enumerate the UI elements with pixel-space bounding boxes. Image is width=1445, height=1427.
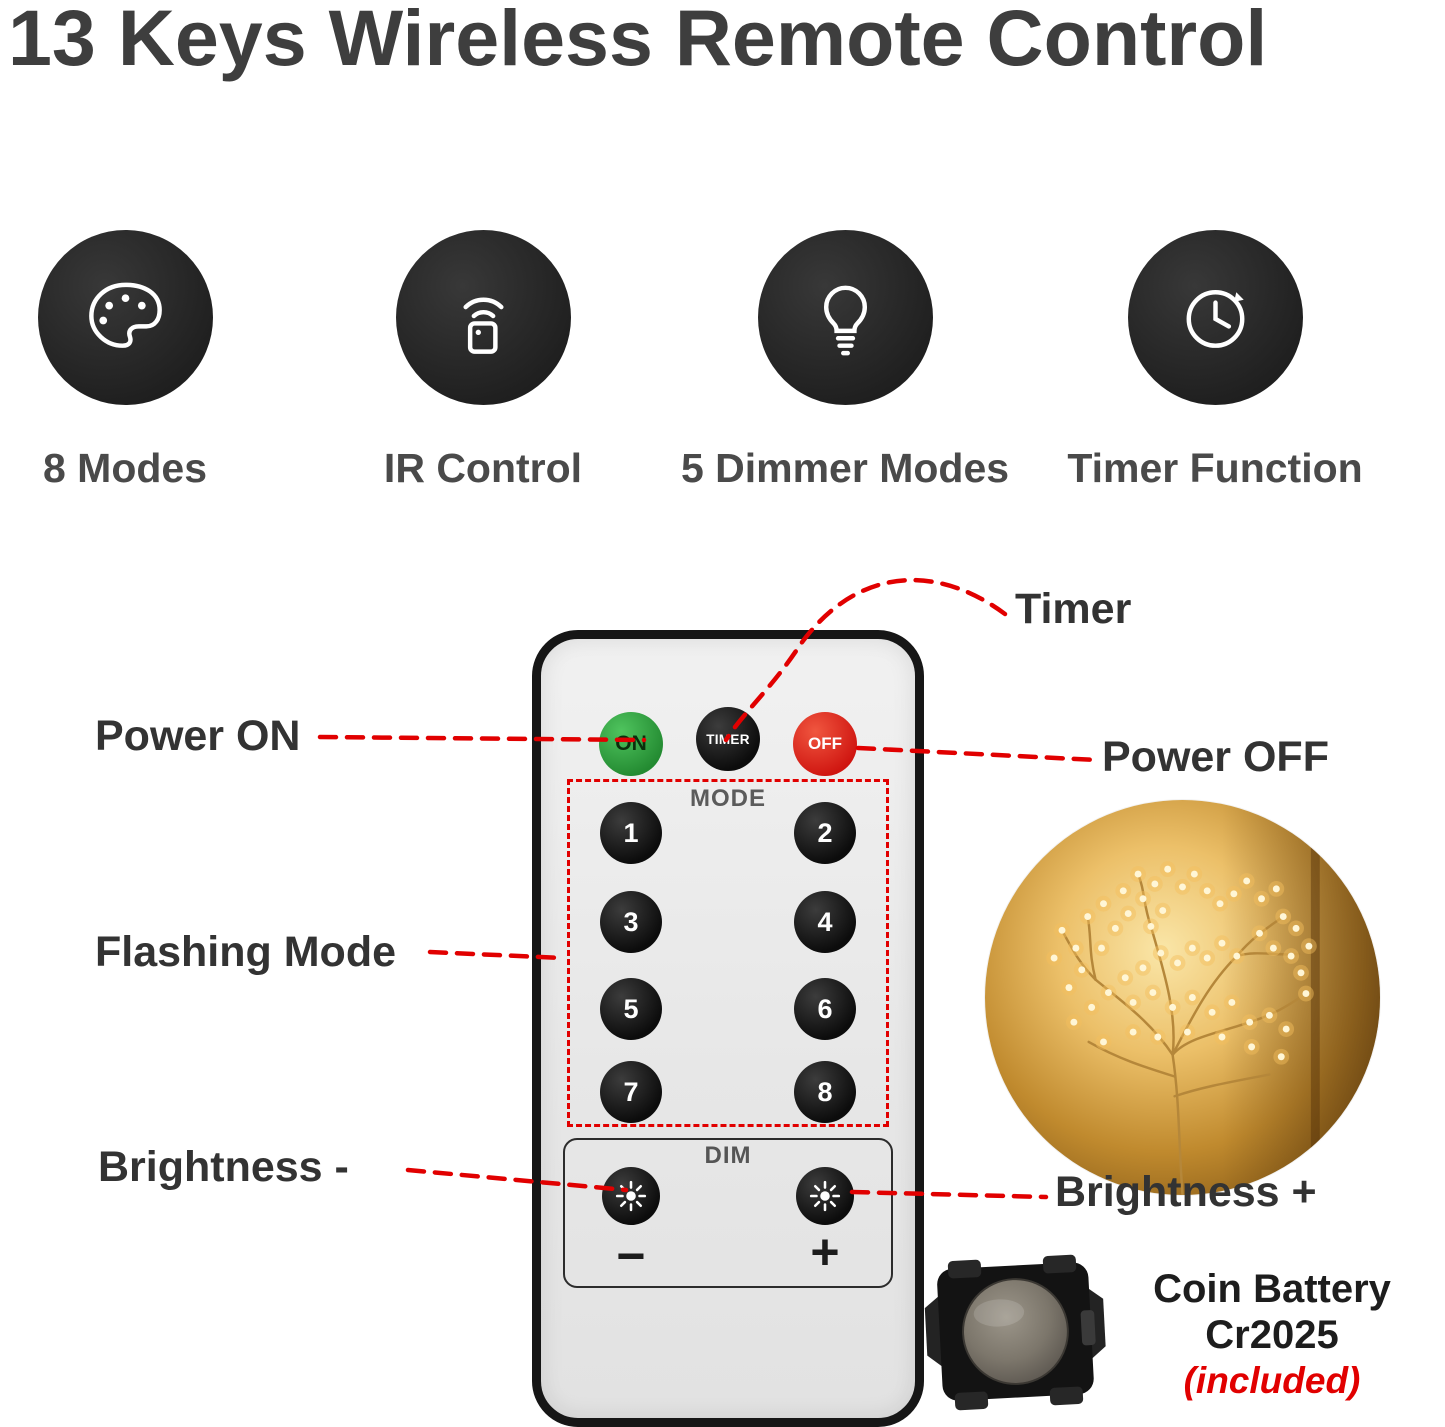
callout-brightness-plus: Brightness + bbox=[1055, 1168, 1317, 1216]
coin-battery-photo bbox=[914, 1245, 1117, 1420]
remote-mode-5-button: 5 bbox=[600, 978, 662, 1040]
feature-label: Timer Function bbox=[1067, 445, 1363, 491]
mode-zone-outline bbox=[567, 779, 889, 1127]
feature-label: IR Control bbox=[383, 445, 583, 491]
fairy-light-tree-photo bbox=[985, 800, 1380, 1195]
remote-mode-6-button: 6 bbox=[794, 978, 856, 1040]
remote-dim-minus-button bbox=[602, 1167, 660, 1225]
callout-brightness-minus: Brightness - bbox=[98, 1143, 349, 1191]
timer-clock-icon bbox=[1127, 230, 1303, 405]
ir-control-icon bbox=[395, 230, 571, 405]
callout-power-off: Power OFF bbox=[1102, 733, 1329, 781]
palette-icon bbox=[37, 230, 213, 405]
dim-section-outline bbox=[563, 1138, 893, 1288]
feature-ir-control: IR Control bbox=[333, 230, 633, 492]
remote-mode-3-button: 3 bbox=[600, 891, 662, 953]
battery-note: (included) bbox=[1183, 1360, 1361, 1401]
mode-section-label: MODE bbox=[690, 785, 766, 812]
page-title: 13 Keys Wireless Remote Control bbox=[8, 0, 1268, 82]
remote-mode-1-button: 1 bbox=[600, 802, 662, 864]
dim-section-label: DIM bbox=[704, 1142, 752, 1169]
callout-flashing-mode: Flashing Mode bbox=[95, 928, 396, 976]
battery-caption: Coin Battery Cr2025 (included) bbox=[1112, 1266, 1432, 1404]
dim-minus-sign: − bbox=[616, 1228, 646, 1284]
remote-mode-8-button: 8 bbox=[794, 1061, 856, 1123]
remote-mode-7-button: 7 bbox=[600, 1061, 662, 1123]
remote-on-button: ON bbox=[599, 712, 663, 776]
feature-label: 5 Dimmer Modes bbox=[680, 445, 1010, 491]
feature-label: 8 Modes bbox=[42, 445, 208, 491]
remote-mode-4-button: 4 bbox=[794, 891, 856, 953]
feature-8-modes: 8 Modes bbox=[0, 230, 275, 492]
brightness-icon bbox=[809, 1180, 841, 1212]
feature-timer-function: Timer Function bbox=[1065, 230, 1365, 492]
callout-timer: Timer bbox=[1015, 585, 1132, 633]
feature-dimmer-modes: 5 Dimmer Modes bbox=[681, 230, 1009, 492]
battery-name: Coin Battery bbox=[1153, 1267, 1391, 1311]
brightness-icon bbox=[615, 1180, 647, 1212]
remote-timer-button: TIMER bbox=[696, 707, 760, 771]
remote-control: ON TIMER OFF MODE 1 2 3 4 5 6 7 8 DIM bbox=[532, 630, 924, 1427]
remote-off-button: OFF bbox=[793, 712, 857, 776]
remote-dim-plus-button bbox=[796, 1167, 854, 1225]
remote-mode-2-button: 2 bbox=[794, 802, 856, 864]
battery-model: Cr2025 bbox=[1205, 1313, 1339, 1357]
dim-plus-sign: + bbox=[810, 1224, 840, 1280]
callout-power-on: Power ON bbox=[95, 712, 301, 760]
dimmer-bulb-icon bbox=[757, 230, 933, 405]
